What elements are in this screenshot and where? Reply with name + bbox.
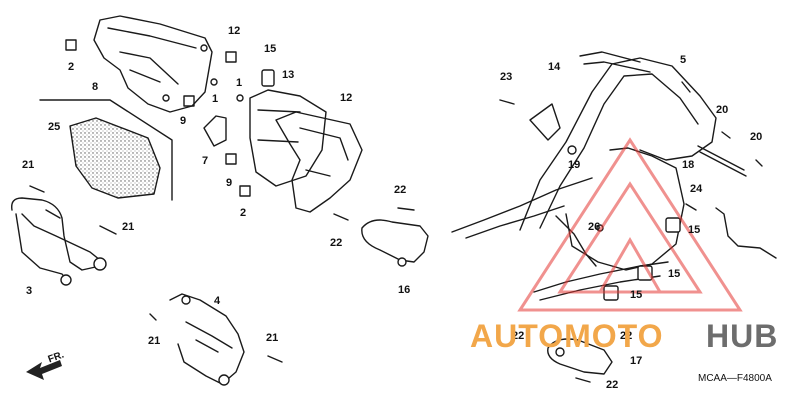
part-17-clamp xyxy=(547,338,613,375)
callout-label: 14 xyxy=(548,61,561,73)
callout-label: 22 xyxy=(512,330,525,342)
callout-label: 8 xyxy=(92,81,99,93)
callout-label: 4 xyxy=(214,295,221,307)
watermark-text-part1: AUTOMOTO xyxy=(470,318,664,354)
callout-label: 15 xyxy=(264,43,277,55)
callout-label: 21 xyxy=(266,332,279,344)
callout-label: 19 xyxy=(568,159,581,171)
diagram-code: MCAA—F4800A xyxy=(698,373,772,384)
callout-label: 21 xyxy=(22,159,35,171)
callout-label: 9 xyxy=(226,177,233,189)
callout-label: 16 xyxy=(398,284,411,296)
callout-label: 24 xyxy=(690,183,703,195)
callout-label: 1 xyxy=(236,77,243,89)
callout-label: 23 xyxy=(500,71,513,83)
callout-label: 9 xyxy=(180,115,187,127)
callout-label: 5 xyxy=(680,54,687,66)
watermark-text-part2: HUB xyxy=(706,318,779,354)
fr-arrow-icon xyxy=(26,360,62,380)
part-10-cover xyxy=(275,111,363,213)
callout-label: 13 xyxy=(282,69,295,81)
callout-label: 12 xyxy=(228,25,241,37)
part-11-panel xyxy=(249,89,327,187)
part-26-cable xyxy=(715,207,777,259)
callout-label: 1 xyxy=(212,93,219,105)
part-4-guard xyxy=(169,293,245,385)
callout-label: 22 xyxy=(394,184,407,196)
callout-label: 21 xyxy=(148,335,161,347)
callout-label: 25 xyxy=(48,121,61,133)
watermark-triangle xyxy=(517,137,743,312)
part-14-frame xyxy=(519,57,717,231)
callout-label: 22 xyxy=(606,379,619,391)
part-3-guard xyxy=(11,197,101,283)
callout-label: 21 xyxy=(122,221,135,233)
part-7-bracket xyxy=(203,115,227,147)
part-18-rod xyxy=(697,145,747,177)
fasteners xyxy=(29,39,763,383)
part-25-plate xyxy=(69,117,161,199)
callout-label: 26 xyxy=(588,221,601,233)
callout-label: 3 xyxy=(26,285,33,297)
part-16-clamp xyxy=(361,219,429,263)
part-6-cover xyxy=(93,15,213,113)
callout-label: 7 xyxy=(202,155,209,167)
callout-label: 17 xyxy=(630,355,643,367)
callout-label: 20 xyxy=(716,104,729,116)
callout-label: 15 xyxy=(630,289,643,301)
callout-label: 12 xyxy=(340,92,353,104)
callout-label: 20 xyxy=(750,131,763,143)
callout-label: 15 xyxy=(668,268,681,280)
callout-label: 15 xyxy=(688,224,701,236)
callout-label: 22 xyxy=(330,237,343,249)
callout-label: 2 xyxy=(68,61,75,73)
callout-label: 18 xyxy=(682,159,695,171)
callout-label: 22 xyxy=(620,330,633,342)
callout-label: 2 xyxy=(240,207,247,219)
